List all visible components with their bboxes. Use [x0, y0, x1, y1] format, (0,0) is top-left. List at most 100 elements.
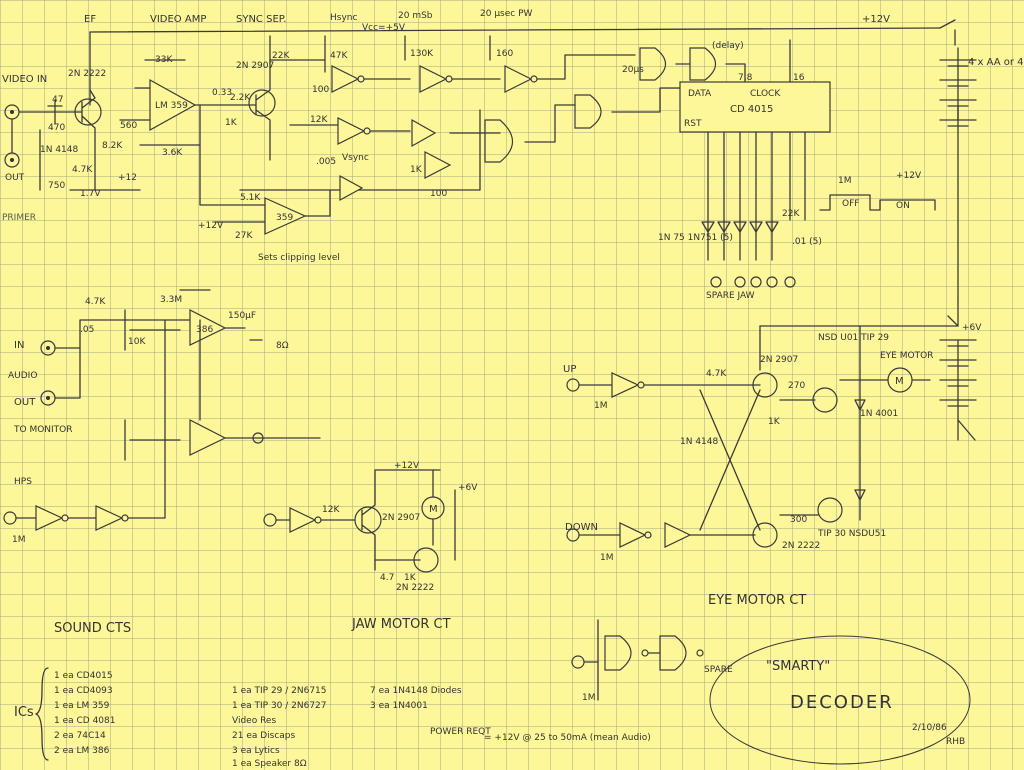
r-36k-label: 3.6K — [162, 148, 183, 158]
c-05-label: .05 — [80, 325, 94, 335]
parts-misc-list: 1 ea TIP 29 / 2N6715 1 ea TIP 30 / 2N672… — [232, 686, 327, 769]
r-10k-label: 10K — [128, 337, 146, 347]
ef-transistor — [39, 89, 141, 191]
pin16-label: 16 — [793, 73, 805, 83]
eye-motor-circuit — [566, 299, 977, 548]
spare-gates — [571, 619, 704, 701]
eye-q-top2-label: NSD U01 TIP 29 — [818, 333, 889, 343]
switch-off-label: OFF — [842, 199, 859, 209]
eye-diode4001-label: 1N 4001 — [860, 409, 898, 419]
jaw-motor-symbol: M — [429, 504, 438, 515]
r-47k-label: 4.7K — [72, 165, 93, 175]
pin78-label: 7,8 — [738, 73, 753, 83]
ics-label: ICs — [14, 705, 34, 720]
audio-monitor-label: TO MONITOR — [13, 425, 73, 435]
faded-label: PRIMER — [2, 213, 36, 223]
r-47k-audio-label: 4.7K — [85, 297, 106, 307]
r-33m-label: 3.3M — [160, 295, 182, 305]
diode-1n4148-label: 1N 4148 — [40, 145, 78, 155]
sets-clipping-label: Sets clipping level — [258, 253, 340, 263]
title-date: 2/10/86 — [912, 723, 947, 733]
hsync-heading: Hsync — [330, 13, 357, 23]
hps-inverters — [3, 319, 166, 531]
misc-item: Video Res — [232, 716, 276, 726]
r-51k-label: 5.1K — [240, 193, 261, 203]
sound-cts-title: SOUND CTS — [54, 621, 131, 636]
c-47-label: 47 — [52, 95, 63, 105]
data-label: DATA — [688, 89, 712, 99]
r-33k-label: 33K — [155, 55, 173, 65]
output-diodes — [701, 221, 796, 288]
switch-on-label: ON — [896, 201, 910, 211]
r-750-label: 750 — [48, 181, 65, 191]
eye-q-top-label: 2N 2907 — [760, 355, 798, 365]
power-value: = +12V @ 25 to 50mA (mean Audio) — [484, 733, 651, 743]
sync-sep-heading: SYNC SEP. — [236, 14, 286, 25]
c-150-label: 150μF — [228, 311, 256, 321]
power-rail-top — [89, 19, 959, 301]
title-block-oval — [709, 635, 971, 765]
power-label: POWER REQT — [430, 727, 491, 737]
jaw-plus12-label: +12V — [394, 461, 420, 471]
pulse-20us-heading: 20 μsec PW — [480, 9, 533, 19]
spare-jaw-label: SPARE JAW — [706, 291, 755, 301]
switch-waveform — [819, 194, 936, 211]
jaw-q1-label: 2N 2907 — [382, 513, 420, 523]
ics-brace — [35, 667, 49, 761]
misc-item: 1 ea TIP 30 / 2N6727 — [232, 701, 327, 711]
c-100-label: 100 — [312, 85, 329, 95]
ef-q1-label: 2N 2222 — [68, 69, 106, 79]
plus12-label: +12 — [118, 173, 137, 183]
audio-out-label: OUT — [14, 397, 36, 408]
q2-label: 2N 2907 — [236, 61, 274, 71]
eye-diode4148-label: 1N 4148 — [680, 437, 718, 447]
eye-6v-label: +6V — [962, 323, 982, 333]
jaw-r1k-label: 1K — [404, 573, 417, 583]
rst-label: RST — [684, 119, 702, 129]
audio-circuit — [40, 289, 321, 461]
ef-heading: EF — [84, 14, 96, 25]
ic-item: 1 ea LM 359 — [54, 701, 110, 711]
eye-r1k-label: 1K — [768, 417, 781, 427]
jaw-motor-circuit — [263, 469, 456, 573]
misc-item: 1 ea TIP 29 / 2N6715 — [232, 686, 327, 696]
video-amp-opamp — [119, 59, 231, 146]
eye-r47k-label: 4.7K — [706, 369, 727, 379]
ic-lm359-label: LM 359 — [155, 101, 188, 111]
eye-q-bot-label: 2N 2222 — [782, 541, 820, 551]
ic-item: 1 ea CD4015 — [54, 671, 113, 681]
parts-ic-list: 1 ea CD4015 1 ea CD4093 1 ea LM 359 1 ea… — [54, 671, 115, 756]
misc-item: 1 ea Speaker 8Ω — [232, 759, 307, 769]
r-1k-label: 1K — [225, 118, 238, 128]
plus12v-left-label: +12V — [198, 221, 224, 231]
sync-gates — [269, 35, 746, 202]
diode-item: 7 ea 1N4148 Diodes — [370, 686, 462, 696]
sync-sep-transistor — [229, 35, 276, 161]
r-47k-sync-label: 47K — [330, 51, 348, 61]
jaw-q2-label: 2N 2222 — [396, 583, 434, 593]
c-005-label: .005 — [316, 157, 336, 167]
eye-r270-label: 270 — [788, 381, 805, 391]
jaw-r47-label: 4.7 — [380, 573, 394, 583]
eye-q-bot2-label: TIP 30 NSDU51 — [817, 529, 886, 539]
r-1k-sync-label: 1K — [410, 165, 423, 175]
eye-r1m-down-label: 1M — [600, 553, 614, 563]
eye-r300-label: 300 — [790, 515, 807, 525]
r-22k-label: 2.2K — [230, 93, 251, 103]
parts-diode-list: 7 ea 1N4148 Diodes 3 ea 1N4001 — [370, 686, 462, 711]
r-82k-label: 8.2K — [102, 141, 123, 151]
video-out-label: OUT — [5, 173, 25, 183]
battery-pack — [939, 59, 977, 127]
pulse-20us-label: 20μs — [622, 65, 644, 75]
clipping-comparator — [199, 109, 481, 235]
ic-item: 2 ea LM 386 — [54, 746, 110, 756]
hps-label: HPS — [14, 477, 32, 487]
eye-motor-label: EYE MOTOR — [880, 351, 933, 361]
vsync-label: Vsync — [342, 153, 369, 163]
r-130k-label: 130K — [410, 49, 434, 59]
eye-r1m-up-label: 1M — [594, 401, 608, 411]
ic-item: 2 ea 74C14 — [54, 731, 106, 741]
eye-up-label: UP — [563, 364, 576, 375]
